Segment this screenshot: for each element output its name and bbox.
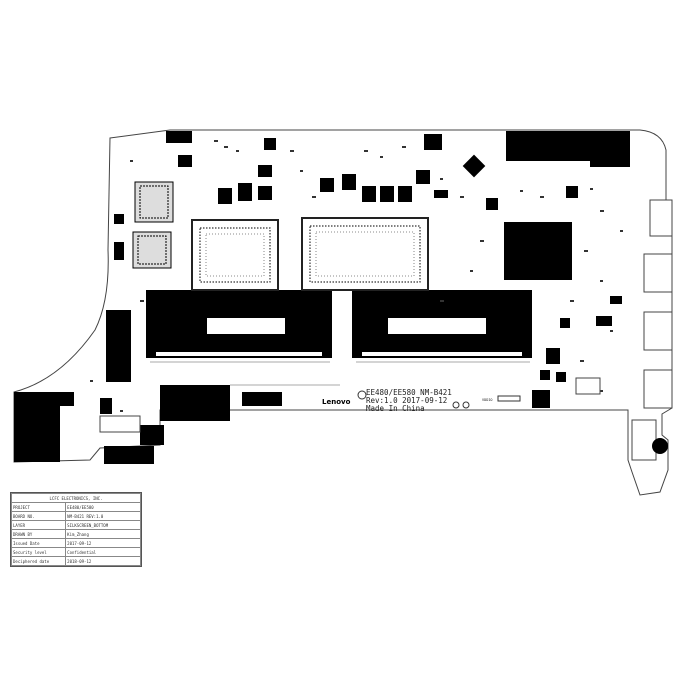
title-block-value: Kim_Zhang: [65, 529, 141, 539]
title-block-key: LAYER: [10, 520, 67, 530]
test-point: [452, 401, 460, 409]
passive-components: [70, 140, 623, 412]
sticker-area: [575, 377, 601, 395]
title-block-key: Issued Date: [10, 538, 67, 548]
test-point: [357, 390, 367, 400]
title-block-value: SILKSCREEN_BOTTOM: [65, 520, 141, 530]
title-block-key: DRAWN BY: [10, 529, 67, 539]
title-block-key: Security level: [10, 547, 67, 557]
title-block-value: Confidential: [65, 547, 141, 557]
label-box: [497, 395, 521, 402]
left-connector: [99, 415, 141, 433]
title-block-value: NM-B421 REV:1.0: [65, 511, 141, 521]
brand-logo: Lenovo: [322, 398, 351, 406]
mosfet-row-right: [320, 170, 430, 202]
chip-hatch-upper: [134, 181, 174, 223]
title-block-company: LCFC ELECTRONICS, INC.: [11, 493, 141, 503]
chip-hatch-lower: [132, 231, 172, 269]
title-block: LCFC ELECTRONICS, INC. PROJECT EE480/EE5…: [10, 492, 142, 567]
pch-package: [301, 217, 429, 291]
mounting-hole: [652, 438, 668, 454]
mosfet-row-left: [178, 138, 276, 204]
small-tag: VDDIO: [482, 398, 493, 402]
title-block-key: Deciphered date: [10, 556, 67, 566]
cpu-package: [191, 219, 279, 291]
title-block-value: 2018-09-12: [65, 556, 141, 566]
slot-pin-row: [150, 361, 530, 386]
title-block-key: PROJECT: [10, 502, 67, 512]
component-cluster-right: [540, 296, 622, 382]
model-label: EE480/EE580 NM-B421: [366, 388, 452, 397]
solid-pads: [14, 131, 630, 464]
test-point: [462, 401, 470, 409]
made-in-label: Made In China: [366, 404, 425, 413]
title-block-value: EE480/EE580: [65, 502, 141, 512]
rev-label: Rev:1.0 2017-09-12: [366, 396, 447, 405]
memory-slot-left: [146, 290, 332, 358]
title-block-value: 2017-09-12: [65, 538, 141, 548]
title-block-key: BOARD NO.: [10, 511, 67, 521]
